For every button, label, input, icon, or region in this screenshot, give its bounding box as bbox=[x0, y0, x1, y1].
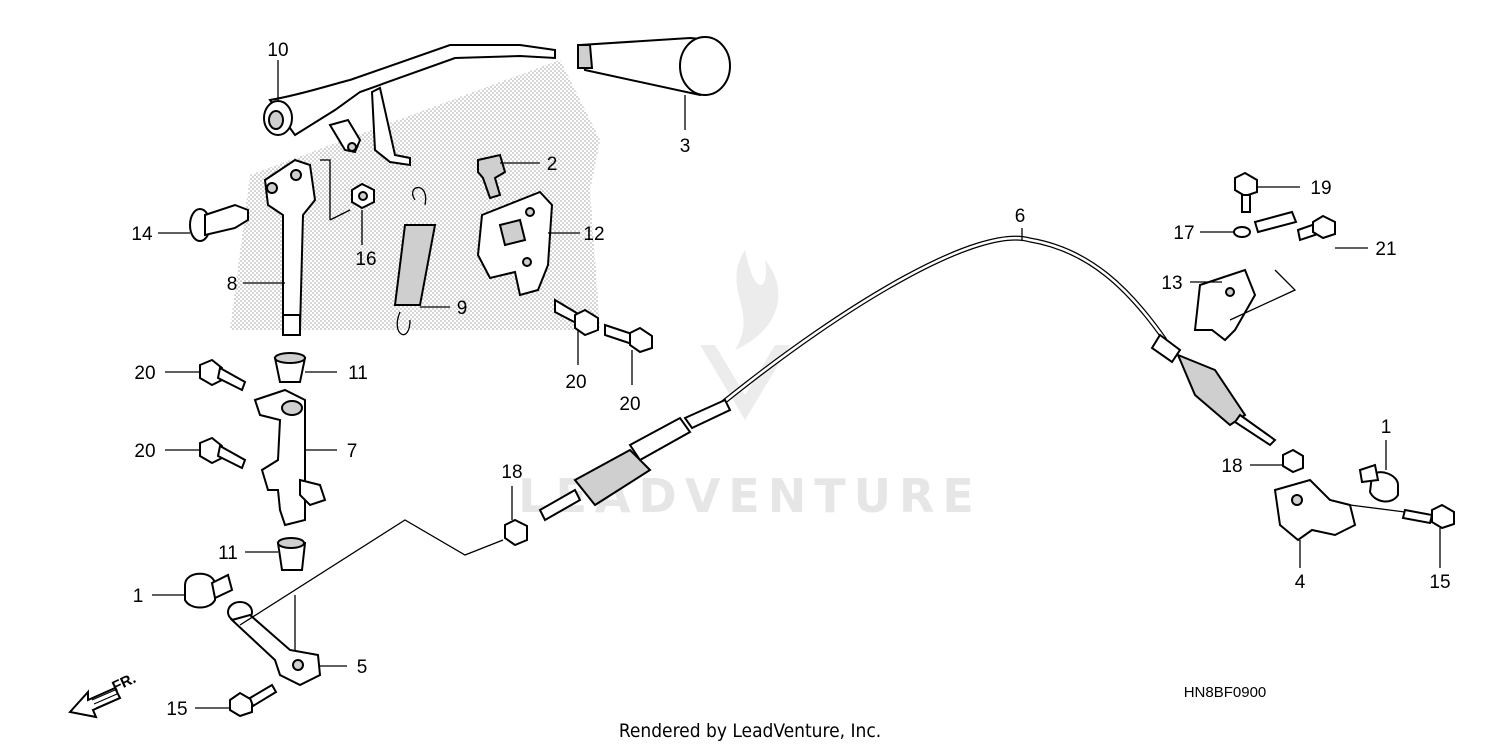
part-14-bolt bbox=[189, 203, 249, 242]
callout-1-left: 1 bbox=[133, 586, 144, 607]
callout-5: 5 bbox=[357, 657, 368, 678]
callout-1-right: 1 bbox=[1381, 417, 1392, 438]
part-11-bushing-lower bbox=[276, 537, 307, 571]
callout-11-upper: 11 bbox=[348, 363, 368, 384]
callout-labels: 10 3 2 12 14 16 8 9 20 20 20 20 11 7 11 … bbox=[131, 40, 1450, 720]
callout-3: 3 bbox=[680, 136, 691, 157]
callout-2: 2 bbox=[547, 154, 558, 175]
callout-20-lower: 20 bbox=[134, 441, 155, 462]
callout-15-right: 15 bbox=[1429, 572, 1450, 593]
part-17-washer bbox=[1233, 210, 1298, 238]
leader-lines bbox=[152, 60, 1441, 709]
callout-18-left: 18 bbox=[501, 462, 522, 483]
callout-12: 12 bbox=[583, 224, 604, 245]
part-1-ball-joint-left bbox=[184, 572, 234, 609]
part-5-arm bbox=[227, 601, 322, 687]
part-2-clip bbox=[477, 153, 507, 200]
part-6-cable bbox=[538, 235, 1277, 522]
part-19-bolt bbox=[1234, 171, 1258, 213]
part-15-bolt-right bbox=[1401, 503, 1455, 530]
callout-20-plate-right: 20 bbox=[619, 394, 640, 415]
part-18-nut-right bbox=[1282, 448, 1304, 474]
callout-4: 4 bbox=[1295, 572, 1306, 593]
callout-21: 21 bbox=[1375, 239, 1396, 260]
drawing-code: HN8BF0900 bbox=[1184, 684, 1267, 701]
callout-20-plate-left: 20 bbox=[565, 372, 586, 393]
part-7-bracket bbox=[253, 388, 327, 527]
part-20-bolts-bracket bbox=[199, 358, 247, 470]
direction-label: FR. bbox=[110, 670, 139, 696]
callout-15-left: 15 bbox=[166, 699, 187, 720]
callout-6: 6 bbox=[1015, 206, 1026, 227]
part-18-nut-left bbox=[504, 518, 528, 547]
callout-20-upper: 20 bbox=[134, 363, 155, 384]
callout-8: 8 bbox=[227, 274, 238, 295]
part-15-bolt-left bbox=[229, 683, 278, 718]
part-12-plate bbox=[476, 190, 554, 297]
render-credit: Rendered by LeadVenture, Inc. bbox=[619, 720, 881, 742]
part-10-lever-arm bbox=[263, 44, 556, 167]
part-11-bushing-upper bbox=[273, 352, 307, 383]
callout-9: 9 bbox=[457, 298, 468, 319]
part-3-grip bbox=[577, 36, 731, 97]
callout-11-lower: 11 bbox=[218, 543, 238, 564]
part-16-nut bbox=[351, 182, 375, 210]
callout-17: 17 bbox=[1173, 223, 1194, 244]
callout-18-right: 18 bbox=[1221, 456, 1242, 477]
front-direction-arrow: FR. bbox=[68, 670, 139, 719]
callout-7: 7 bbox=[347, 441, 358, 462]
callout-10: 10 bbox=[267, 40, 288, 61]
part-20-bolts-plate bbox=[554, 298, 653, 354]
part-8-shaft bbox=[263, 158, 317, 336]
part-1-ball-joint-right bbox=[1358, 463, 1399, 503]
part-21-bolt bbox=[1296, 214, 1336, 242]
part-9-spring bbox=[393, 187, 437, 336]
callout-13: 13 bbox=[1161, 273, 1182, 294]
part-4-bracket bbox=[1273, 478, 1357, 542]
callout-14: 14 bbox=[131, 224, 153, 245]
callout-19: 19 bbox=[1310, 178, 1331, 199]
part-13-bracket bbox=[1193, 268, 1257, 342]
callout-16: 16 bbox=[355, 249, 376, 270]
